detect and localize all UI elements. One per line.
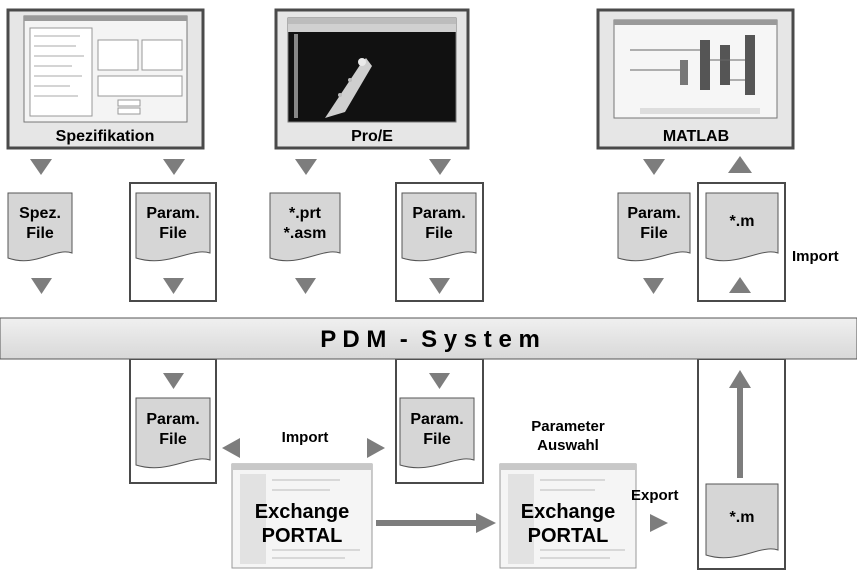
param-column-frame-1-top	[129, 182, 217, 302]
exchange-portal-1: Exchange PORTAL	[231, 463, 373, 569]
auswahl-label: Auswahl	[537, 437, 599, 454]
svg-text:Param.: Param.	[410, 411, 463, 428]
svg-text:File: File	[159, 225, 187, 242]
arrow-right	[650, 514, 668, 532]
doc-m-file-top: *.m	[705, 192, 779, 262]
svg-text:Param.: Param.	[146, 411, 199, 428]
doc-m-file-bottom: *.m	[705, 483, 779, 559]
arrow-right	[367, 438, 385, 458]
arrow-down	[429, 159, 451, 175]
exchange-portal-2: Exchange PORTAL	[499, 463, 637, 569]
arrow-down	[163, 159, 185, 175]
svg-text:*.m: *.m	[730, 509, 755, 526]
svg-text:Param.: Param.	[146, 205, 199, 222]
svg-text:*.prt: *.prt	[289, 205, 322, 222]
arrow-down	[429, 373, 450, 389]
arrows-to-pdm	[31, 277, 751, 294]
arrows-top	[30, 156, 752, 175]
doc-spez-file: Spez. File	[7, 192, 73, 262]
arrow-up	[728, 156, 752, 173]
svg-text:Exchange: Exchange	[521, 501, 615, 523]
arrow-down	[163, 278, 184, 294]
parameter-label: Parameter	[531, 418, 605, 435]
import-label-middle: Import	[282, 429, 329, 446]
doc-param-file-1: Param. File	[135, 192, 211, 262]
arrow-left	[222, 438, 240, 458]
svg-text:File: File	[640, 225, 668, 242]
spezifikation-label: Spezifikation	[56, 128, 155, 145]
arrow-down	[30, 159, 52, 175]
arrow-down	[643, 278, 664, 294]
arrow-down	[31, 278, 52, 294]
svg-text:PORTAL: PORTAL	[262, 525, 343, 547]
arrow-down	[295, 278, 316, 294]
svg-text:File: File	[425, 225, 453, 242]
import-label-right: Import	[792, 248, 839, 265]
svg-text:PORTAL: PORTAL	[528, 525, 609, 547]
svg-text:Exchange: Exchange	[255, 501, 349, 523]
svg-text:*.asm: *.asm	[284, 225, 327, 242]
arrow-portal-to-portal	[376, 513, 496, 533]
doc-param-file-lower-2: Param. File	[399, 397, 475, 469]
matlab-label: MATLAB	[663, 128, 729, 145]
arrow-down	[429, 278, 450, 294]
proe-screenshot	[287, 17, 457, 123]
arrow-up	[729, 277, 751, 293]
app-spezifikation: Spezifikation	[6, 8, 205, 150]
svg-text:Param.: Param.	[412, 205, 465, 222]
spezifikation-screenshot	[23, 15, 188, 123]
pdm-system-label: P D M - S y s t e m	[320, 326, 540, 353]
doc-param-file-3: Param. File	[617, 192, 691, 262]
svg-text:*.m: *.m	[730, 213, 755, 230]
export-label: Export	[631, 487, 679, 504]
svg-text:File: File	[159, 431, 187, 448]
arrow-up-to-pdm	[729, 370, 751, 478]
svg-text:Spez.: Spez.	[19, 205, 61, 222]
param-column-frame-2-top	[395, 182, 484, 302]
app-matlab: MATLAB	[596, 8, 795, 150]
arrow-down	[643, 159, 665, 175]
doc-prt-asm: *.prt *.asm	[269, 192, 341, 262]
svg-text:Param.: Param.	[627, 205, 680, 222]
proe-label: Pro/E	[351, 128, 393, 145]
matlab-screenshot	[613, 19, 778, 119]
app-proe: Pro/E	[274, 8, 470, 150]
svg-text:File: File	[26, 225, 54, 242]
svg-text:File: File	[423, 431, 451, 448]
arrow-down	[163, 373, 184, 389]
pdm-system-bar: P D M - S y s t e m	[0, 317, 857, 360]
m-column-frame-top	[697, 182, 786, 302]
arrow-down	[295, 159, 317, 175]
doc-param-file-lower-1: Param. File	[135, 397, 211, 469]
doc-param-file-2: Param. File	[401, 192, 477, 262]
